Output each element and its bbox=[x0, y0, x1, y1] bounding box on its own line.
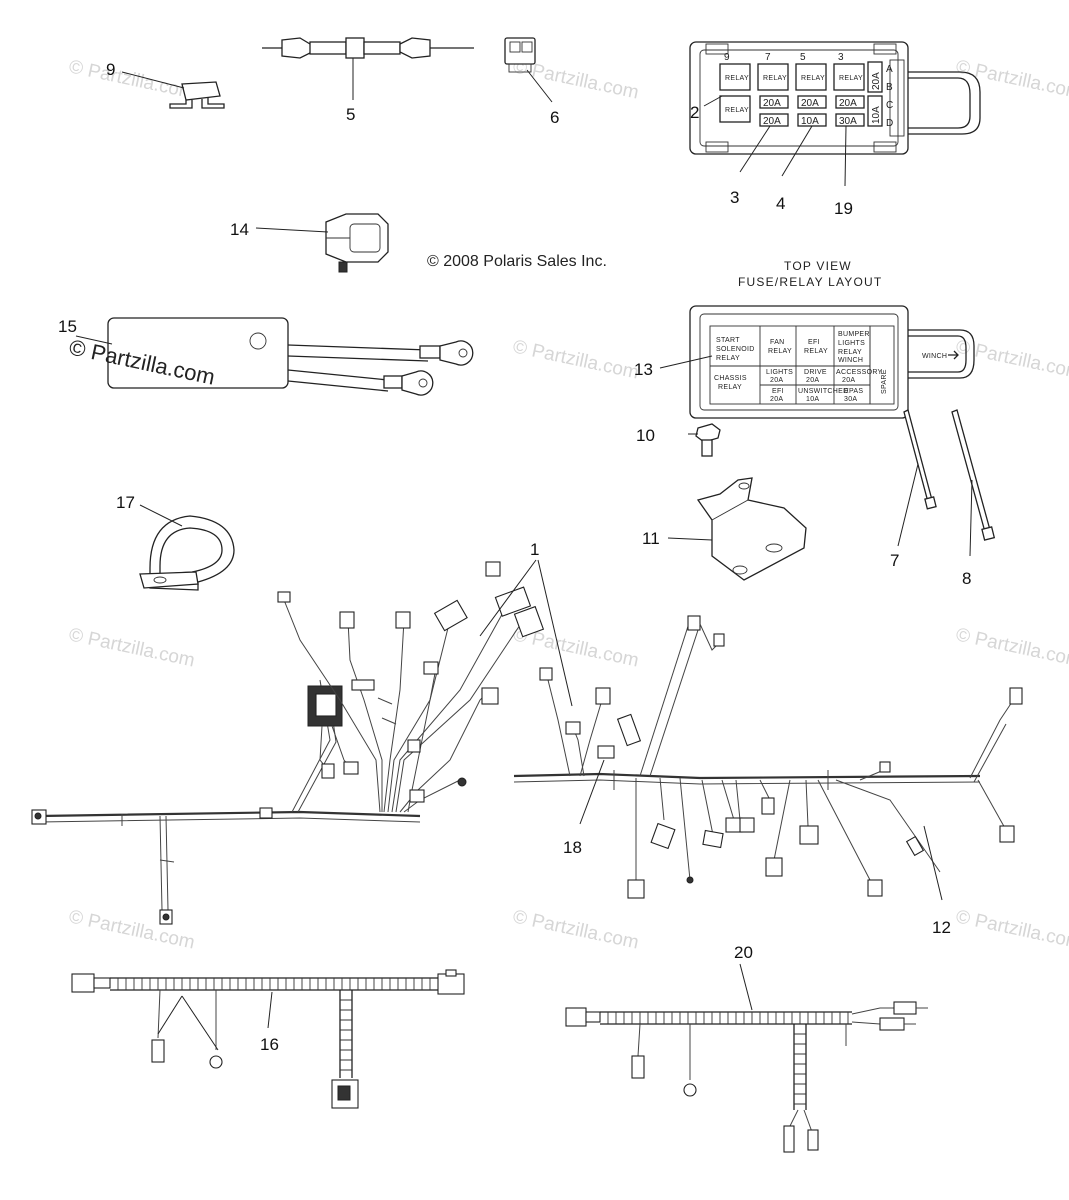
layout-bumper-lights: RELAY bbox=[838, 349, 862, 356]
fuse-value: 20A bbox=[801, 98, 819, 109]
layout-efi-relay: RELAY bbox=[804, 348, 828, 355]
fuse-value: 20A bbox=[839, 98, 857, 109]
watermark: © Partzilla.com bbox=[511, 906, 641, 953]
layout-chassis-relay: RELAY bbox=[718, 384, 742, 391]
layout-drive: DRIVE bbox=[804, 369, 827, 376]
part-number-4: 4 bbox=[776, 194, 785, 213]
layout-spare: SPARE bbox=[881, 369, 888, 394]
part-15-module: 15 © Partzilla.com bbox=[58, 317, 474, 396]
part-17-clamp: 17 bbox=[116, 493, 235, 591]
part-number-6: 6 bbox=[550, 108, 559, 127]
part-number-13: 13 bbox=[634, 360, 653, 379]
layout-unswitched: 10A bbox=[806, 396, 819, 403]
relay-label: RELAY bbox=[725, 107, 749, 114]
layout-fan-relay: FAN bbox=[770, 339, 785, 346]
caption-top-view: TOP VIEW bbox=[784, 259, 852, 273]
watermark: © Partzilla.com bbox=[511, 336, 641, 383]
part-number-2: 2 bbox=[690, 103, 699, 122]
part-number-9: 9 bbox=[106, 60, 115, 79]
part-1-harness-right: 18 12 bbox=[513, 615, 1023, 937]
layout-efi-relay: EFI bbox=[808, 339, 820, 346]
part-number-15: 15 bbox=[58, 317, 77, 336]
relay-label: RELAY bbox=[725, 75, 749, 82]
fuse-box-layout: WINCH START SOLENOID RELAY FAN RELAY EFI… bbox=[634, 305, 975, 419]
watermark: © Partzilla.com bbox=[954, 336, 1069, 383]
part-9-bracket: 9 bbox=[106, 60, 225, 109]
part-16-sub-harness: 16 bbox=[71, 969, 465, 1109]
caption-fuse-relay-layout: FUSE/RELAY LAYOUT bbox=[738, 275, 882, 289]
part-number-11: 11 bbox=[642, 529, 660, 548]
layout-efi: EFI bbox=[772, 388, 784, 395]
fuse-box-top-view: 9 7 5 3 RELAY RELAY RELAY RELAY RELAY 20… bbox=[689, 41, 981, 218]
slot-number: 5 bbox=[800, 52, 806, 63]
part-number-18: 18 bbox=[563, 838, 582, 857]
relay-label: RELAY bbox=[839, 75, 863, 82]
layout-lights: LIGHTS bbox=[766, 369, 793, 376]
layout-efi: 20A bbox=[770, 396, 783, 403]
side-fuse-value: 20A bbox=[871, 72, 882, 90]
part-number-16: 16 bbox=[260, 1035, 279, 1054]
part-number-3: 3 bbox=[730, 188, 739, 207]
layout-epas: 30A bbox=[844, 396, 857, 403]
side-fuse-value: 10A bbox=[871, 106, 882, 124]
layout-fan-relay: RELAY bbox=[768, 348, 792, 355]
side-letter: A bbox=[886, 64, 893, 75]
part-number-8: 8 bbox=[962, 569, 971, 588]
part-6-connector: 6 bbox=[504, 37, 559, 127]
side-letter: B bbox=[886, 82, 893, 93]
relay-label: RELAY bbox=[801, 75, 825, 82]
fuse-value: 10A bbox=[801, 116, 819, 127]
slot-number: 9 bbox=[724, 52, 730, 63]
part-8-cable-tie: 8 bbox=[951, 409, 996, 588]
side-letter: C bbox=[886, 100, 893, 111]
part-number-17: 17 bbox=[116, 493, 135, 512]
watermark: © Partzilla.com bbox=[954, 56, 1069, 103]
part-10-screw: 10 bbox=[636, 423, 721, 457]
layout-accessory: ACCESSORY bbox=[836, 369, 883, 376]
watermark: © Partzilla.com bbox=[67, 624, 197, 671]
layout-start-solenoid: RELAY bbox=[716, 355, 740, 362]
slot-number: 3 bbox=[838, 52, 844, 63]
part-number-20: 20 bbox=[734, 943, 753, 962]
fuse-value: 20A bbox=[763, 98, 781, 109]
fuse-value: 20A bbox=[763, 116, 781, 127]
side-letter: D bbox=[886, 118, 893, 129]
part-5-fuse-holder: 5 bbox=[262, 37, 474, 124]
watermark: © Partzilla.com bbox=[67, 56, 197, 103]
part-number-14: 14 bbox=[230, 220, 249, 239]
part-number-5: 5 bbox=[346, 105, 355, 124]
layout-bumper-lights: BUMPER bbox=[838, 331, 870, 338]
relay-label: RELAY bbox=[763, 75, 787, 82]
watermark: © Partzilla.com bbox=[954, 906, 1069, 953]
part-20-sub-harness: 20 bbox=[565, 943, 928, 1153]
part-7-cable-tie: 7 bbox=[890, 409, 937, 570]
part-number-12: 12 bbox=[932, 918, 951, 937]
part-14-connector: 14 bbox=[230, 213, 389, 273]
part-number-19: 19 bbox=[834, 199, 853, 218]
layout-start-solenoid: SOLENOID bbox=[716, 346, 755, 353]
layout-accessory: 20A bbox=[842, 377, 855, 384]
part-number-10: 10 bbox=[636, 426, 655, 445]
layout-bumper-lights: LIGHTS bbox=[838, 340, 865, 347]
watermark: © Partzilla.com bbox=[954, 624, 1069, 671]
layout-drive: 20A bbox=[806, 377, 819, 384]
layout-epas: EPAS bbox=[844, 388, 863, 395]
watermark: © Partzilla.com bbox=[67, 906, 197, 953]
part-1-main-harness: 1 bbox=[31, 540, 573, 925]
fuse-value: 30A bbox=[839, 116, 857, 127]
layout-start-solenoid: START bbox=[716, 337, 740, 344]
slot-number: 7 bbox=[765, 52, 771, 63]
layout-chassis-relay: CHASSIS bbox=[714, 375, 747, 382]
winch-tab-label: WINCH bbox=[922, 353, 947, 360]
part-number-7: 7 bbox=[890, 551, 899, 570]
part-number-1: 1 bbox=[530, 540, 539, 559]
part-11-bracket: 11 bbox=[642, 477, 807, 581]
layout-lights: 20A bbox=[770, 377, 783, 384]
layout-unswitched: UNSWITCHED bbox=[798, 388, 848, 395]
layout-winch: WINCH bbox=[838, 357, 863, 364]
copyright: © 2008 Polaris Sales Inc. bbox=[427, 253, 607, 270]
